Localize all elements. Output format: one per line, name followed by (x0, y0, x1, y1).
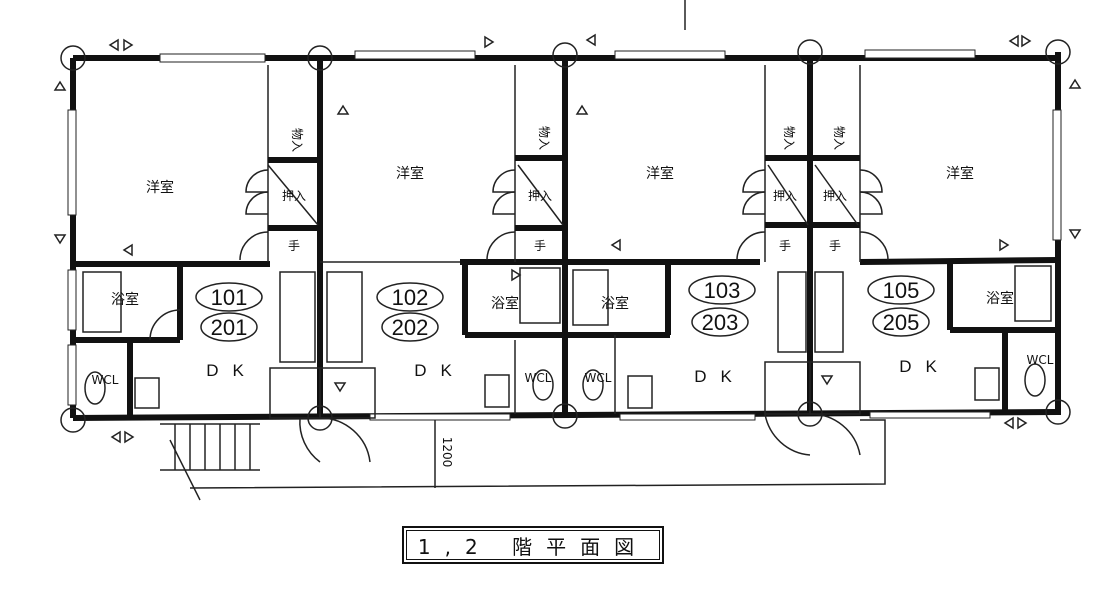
shoe-storage-label: 手 (288, 239, 300, 253)
windows (67, 49, 1062, 421)
column-markers (60, 39, 1071, 433)
closet-label: 押入 (282, 189, 306, 203)
dk-label: DK (899, 357, 951, 376)
unit-number-second-floor: 205 (883, 310, 920, 335)
unit-103: 洋室 物入 押入 手 浴室 WCL DK 103 203 (585, 126, 797, 386)
toilet-label: WCL (585, 371, 612, 385)
shoe-storage-label: 手 (779, 239, 791, 253)
toilet-label: WCL (92, 373, 119, 387)
closet-label: 押入 (773, 189, 797, 203)
bath-label: 浴室 (111, 291, 139, 308)
unit-number-second-floor: 202 (392, 315, 429, 340)
interior-walls (73, 58, 1059, 419)
unit-105: 洋室 物入 押入 手 浴室 WCL DK 105 205 (823, 126, 1054, 376)
unit-number-oval (200, 312, 258, 342)
dimension-label: 1200 (440, 437, 454, 468)
western-room-label: 洋室 (646, 165, 674, 182)
toilet-label: WCL (525, 371, 552, 385)
unit-number-first-floor: 105 (883, 278, 920, 303)
storage-label: 物入 (537, 126, 551, 150)
bath-label: 浴室 (986, 290, 1014, 307)
unit-number-first-floor: 103 (704, 278, 741, 303)
closet-label: 押入 (528, 189, 552, 203)
western-room-label: 洋室 (946, 165, 974, 182)
staircase (160, 423, 260, 501)
unit-number-first-floor: 101 (211, 285, 248, 310)
corridor-outline (189, 419, 886, 489)
western-room-label: 洋室 (146, 179, 174, 196)
drawing-title: 1,2 階平面図 (417, 534, 649, 559)
drawing-title-box: 1,2 階平面図 (402, 526, 664, 564)
dk-label: DK (414, 361, 466, 380)
dk-label: DK (694, 367, 746, 386)
dk-label: DK (206, 361, 258, 380)
closet-label: 押入 (823, 189, 847, 203)
storage-label: 物入 (832, 126, 846, 150)
bath-label: 浴室 (601, 295, 629, 312)
door-swings (149, 169, 889, 463)
unit-number-second-floor: 201 (211, 315, 248, 340)
shoe-storage-label: 手 (534, 239, 546, 253)
unit-number-second-floor: 203 (702, 310, 739, 335)
direction-markers (53, 33, 1082, 444)
shoe-storage-label: 手 (829, 239, 841, 253)
bath-label: 浴室 (491, 295, 519, 312)
western-room-label: 洋室 (396, 165, 424, 182)
unit-102: 洋室 物入 押入 手 浴室 WCL DK 102 202 (376, 126, 552, 385)
storage-label: 物入 (782, 126, 796, 150)
unit-number-oval (195, 282, 263, 312)
toilet-label: WCL (1027, 353, 1054, 367)
unit-101: 洋室 物入 押入 手 浴室 WCL DK 101 201 (92, 128, 306, 387)
storage-label: 物入 (290, 128, 304, 152)
unit-number-first-floor: 102 (392, 285, 429, 310)
